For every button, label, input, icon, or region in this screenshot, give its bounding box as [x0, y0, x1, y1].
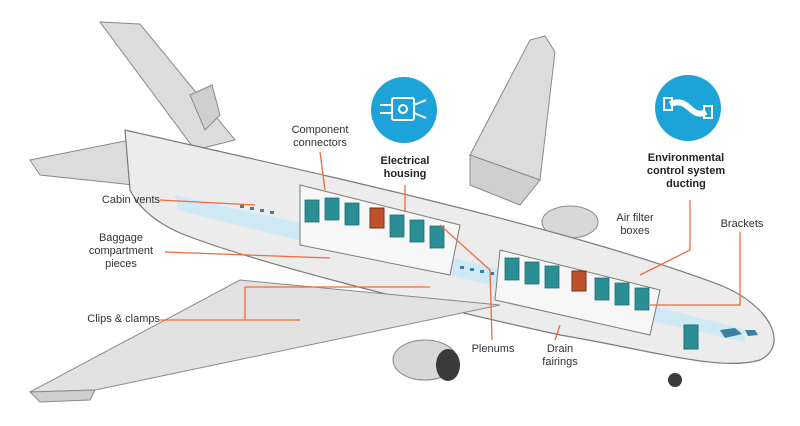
electrical-housing-panel [369, 207, 385, 229]
electrical-connector-icon [371, 77, 437, 143]
label-baggage-line1: Baggage [98, 232, 144, 244]
seats-block-2 [504, 257, 650, 311]
label-environmental: Environmental control system ducting [630, 152, 742, 191]
cockpit-window-2 [745, 330, 758, 336]
label-component-connectors-line2: connectors [293, 137, 347, 149]
upper-wing-flap [469, 154, 541, 206]
label-brackets: Brackets [720, 218, 764, 230]
label-plenums: Plenums [471, 343, 515, 355]
callout-lines [159, 151, 741, 341]
tail-fin [98, 21, 236, 151]
duct-pipe-icon [655, 75, 721, 141]
nose-gear [668, 373, 682, 387]
label-baggage: Baggage compartment pieces [78, 232, 164, 271]
label-clips-clamps: Clips & clamps [87, 313, 160, 325]
label-drain-fairings-line2: fairings [542, 356, 578, 368]
label-electrical-housing-line1: Electrical [380, 155, 430, 167]
label-air-filter-boxes-line2: boxes [620, 225, 650, 237]
label-environmental-line1: Environmental [647, 152, 725, 164]
lower-wing-trailing [28, 389, 96, 403]
electrical-housing-panel-2 [571, 270, 587, 292]
forward-door [683, 324, 699, 350]
window-row [240, 205, 494, 275]
cabin-cutaway-1 [299, 184, 461, 276]
seats-block-1 [304, 197, 445, 249]
label-component-connectors: Component connectors [278, 124, 362, 150]
label-drain-fairings: Drain fairings [535, 343, 585, 369]
label-component-connectors-line1: Component [291, 124, 349, 136]
label-air-filter-boxes: Air filter boxes [606, 212, 664, 238]
label-baggage-line3: pieces [105, 258, 137, 270]
label-cabin-vents: Cabin vents [101, 194, 160, 206]
label-drain-fairings-line1: Drain [546, 343, 574, 355]
upper-wing [469, 35, 556, 181]
label-electrical-housing-line2: housing [383, 168, 427, 180]
label-environmental-line2: control system [646, 165, 726, 177]
label-electrical-housing: Electrical housing [360, 155, 450, 181]
label-environmental-line3: ducting [666, 178, 706, 190]
label-baggage-line2: compartment [88, 245, 154, 257]
tail-fin-small [189, 84, 221, 131]
label-air-filter-boxes-line1: Air filter [616, 212, 654, 224]
cockpit-window [720, 328, 742, 338]
lower-engine-intake [436, 349, 460, 381]
